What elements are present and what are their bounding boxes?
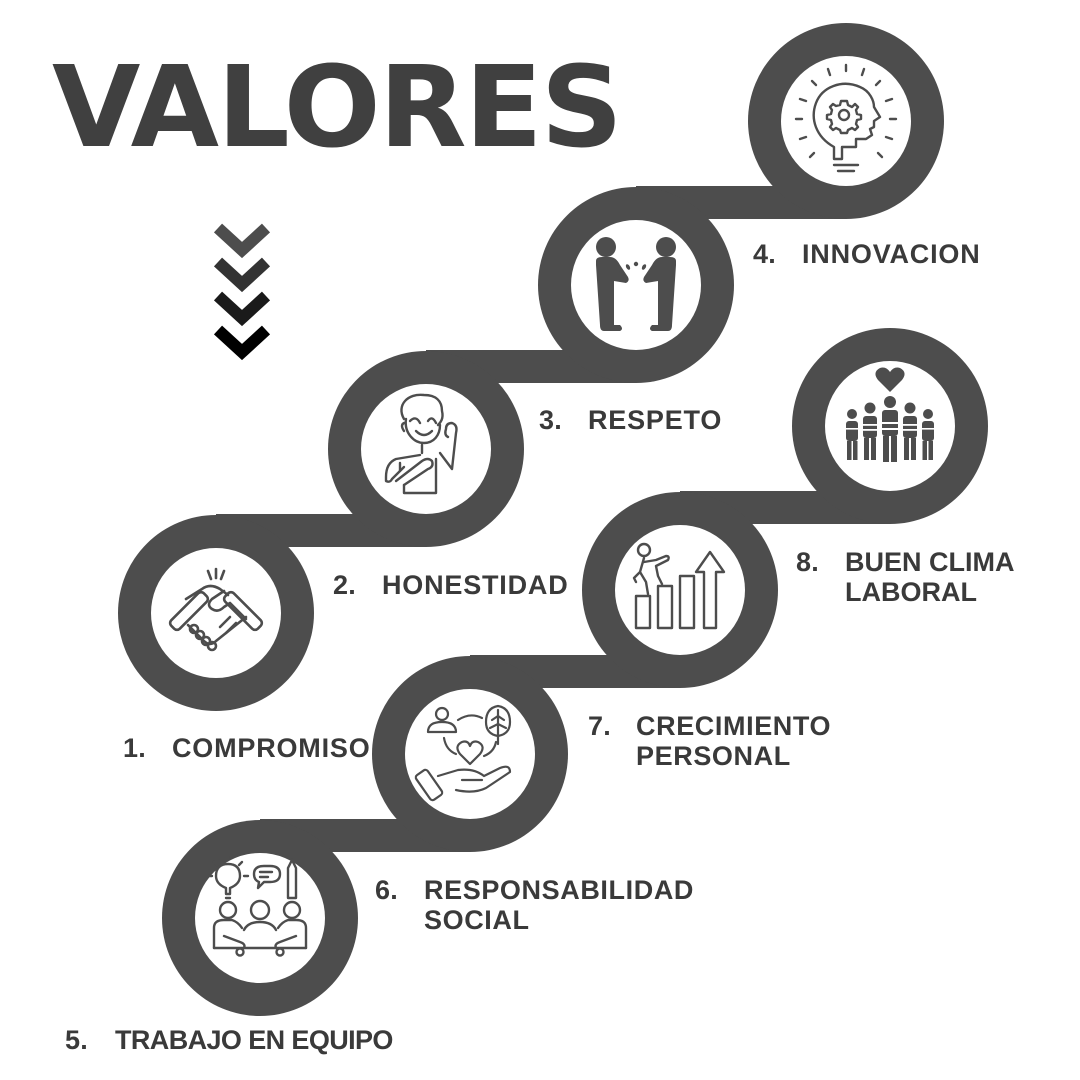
value-label-6: 6. RESPONSABILIDAD SOCIAL <box>375 875 694 935</box>
value-text: RESPONSABILIDAD SOCIAL <box>424 875 695 935</box>
value-number: 7. <box>588 711 611 741</box>
value-number: 5. <box>65 1025 88 1055</box>
value-number: 3. <box>539 405 562 435</box>
value-label-4: 4. INNOVACION <box>753 239 981 269</box>
person-climbing-growth-chart-icon <box>632 542 726 630</box>
workers-heart-icon <box>846 367 934 462</box>
team-meeting-icon <box>206 854 308 957</box>
value-number: 6. <box>375 875 398 905</box>
value-text: TRABAJO EN EQUIPO <box>115 1025 393 1055</box>
value-label-3: 3. RESPETO <box>539 405 722 435</box>
value-text: RESPETO <box>588 405 723 435</box>
value-text: COMPROMISO <box>172 733 371 763</box>
page-title: VALORES <box>52 43 623 173</box>
hand-heart-community-icon <box>414 704 512 802</box>
value-text: HONESTIDAD <box>382 570 569 600</box>
value-number: 1. <box>123 733 146 763</box>
value-label-8: 8. BUEN CLIMA LABORAL <box>796 547 1015 607</box>
path-chain-a <box>118 23 944 711</box>
value-text: BUEN CLIMA LABORAL <box>845 547 1015 607</box>
value-label-5: 5. TRABAJO EN EQUIPO <box>65 1025 393 1055</box>
lightbulb-head-gear-icon <box>794 63 898 173</box>
value-label-2: 2. HONESTIDAD <box>333 570 569 600</box>
people-greeting-icon <box>596 237 676 331</box>
value-text: CRECIMIENTO PERSONAL <box>636 711 832 771</box>
handshake-icon <box>168 567 264 652</box>
value-label-7: 7. CRECIMIENTO PERSONAL <box>588 711 831 771</box>
value-label-1: 1. COMPROMISO <box>123 733 371 763</box>
value-number: 2. <box>333 570 356 600</box>
value-number: 8. <box>796 547 819 577</box>
triple-chevron-down-icon <box>213 223 271 361</box>
value-number: 4. <box>753 239 776 269</box>
person-hand-on-heart-icon <box>384 393 458 495</box>
value-text: INNOVACION <box>802 239 981 269</box>
